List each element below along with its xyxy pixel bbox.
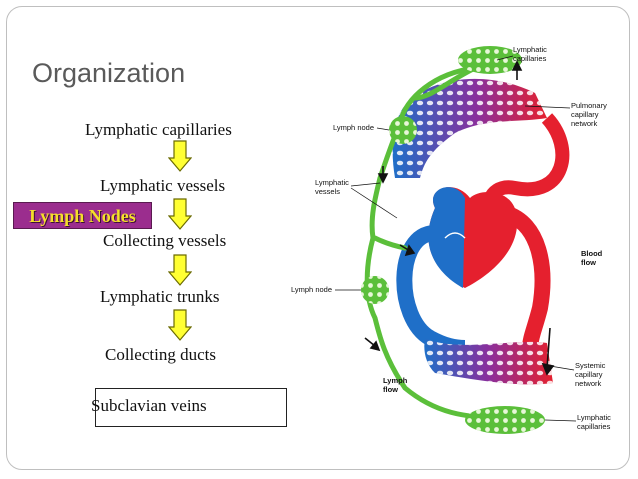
subclavian-box (95, 388, 287, 427)
lymph-nodes-badge: Lymph Nodes (13, 202, 152, 229)
label-lymph-node-mid: Lymph node (291, 285, 361, 294)
down-arrow-icon (168, 198, 192, 230)
svg-text:Lymph node: Lymph node (291, 285, 332, 294)
down-arrow-icon (168, 140, 192, 172)
step-collecting-vessels: Collecting vessels (103, 231, 227, 250)
lymphatic-capillaries-top (458, 46, 522, 74)
lymph-node-top (389, 116, 417, 144)
pulmonary-capillary-network (392, 78, 547, 178)
label-lymph-node-top: Lymph node (333, 123, 390, 132)
down-arrow-icon (168, 254, 192, 286)
step-subclavian-veins: Subclavian veins (91, 396, 207, 415)
flow-arrows (364, 60, 555, 376)
lymphatic-capillaries-bottom (465, 406, 545, 434)
slide-title: Organization (32, 58, 186, 88)
step-lymphatic-capillaries: Lymphatic capillaries (85, 120, 232, 139)
step-lymphatic-vessels: Lymphatic vessels (100, 176, 226, 195)
heart (428, 187, 518, 288)
svg-text:Lymph node: Lymph node (333, 123, 374, 132)
step-collecting-ducts: Collecting ducts (105, 345, 216, 364)
lymph-node-mid (361, 276, 389, 304)
step-lymphatic-trunks: Lymphatic trunks (100, 287, 220, 306)
down-arrow-icon (168, 309, 192, 341)
aorta (502, 205, 551, 349)
systemic-capillary-network (424, 338, 553, 385)
